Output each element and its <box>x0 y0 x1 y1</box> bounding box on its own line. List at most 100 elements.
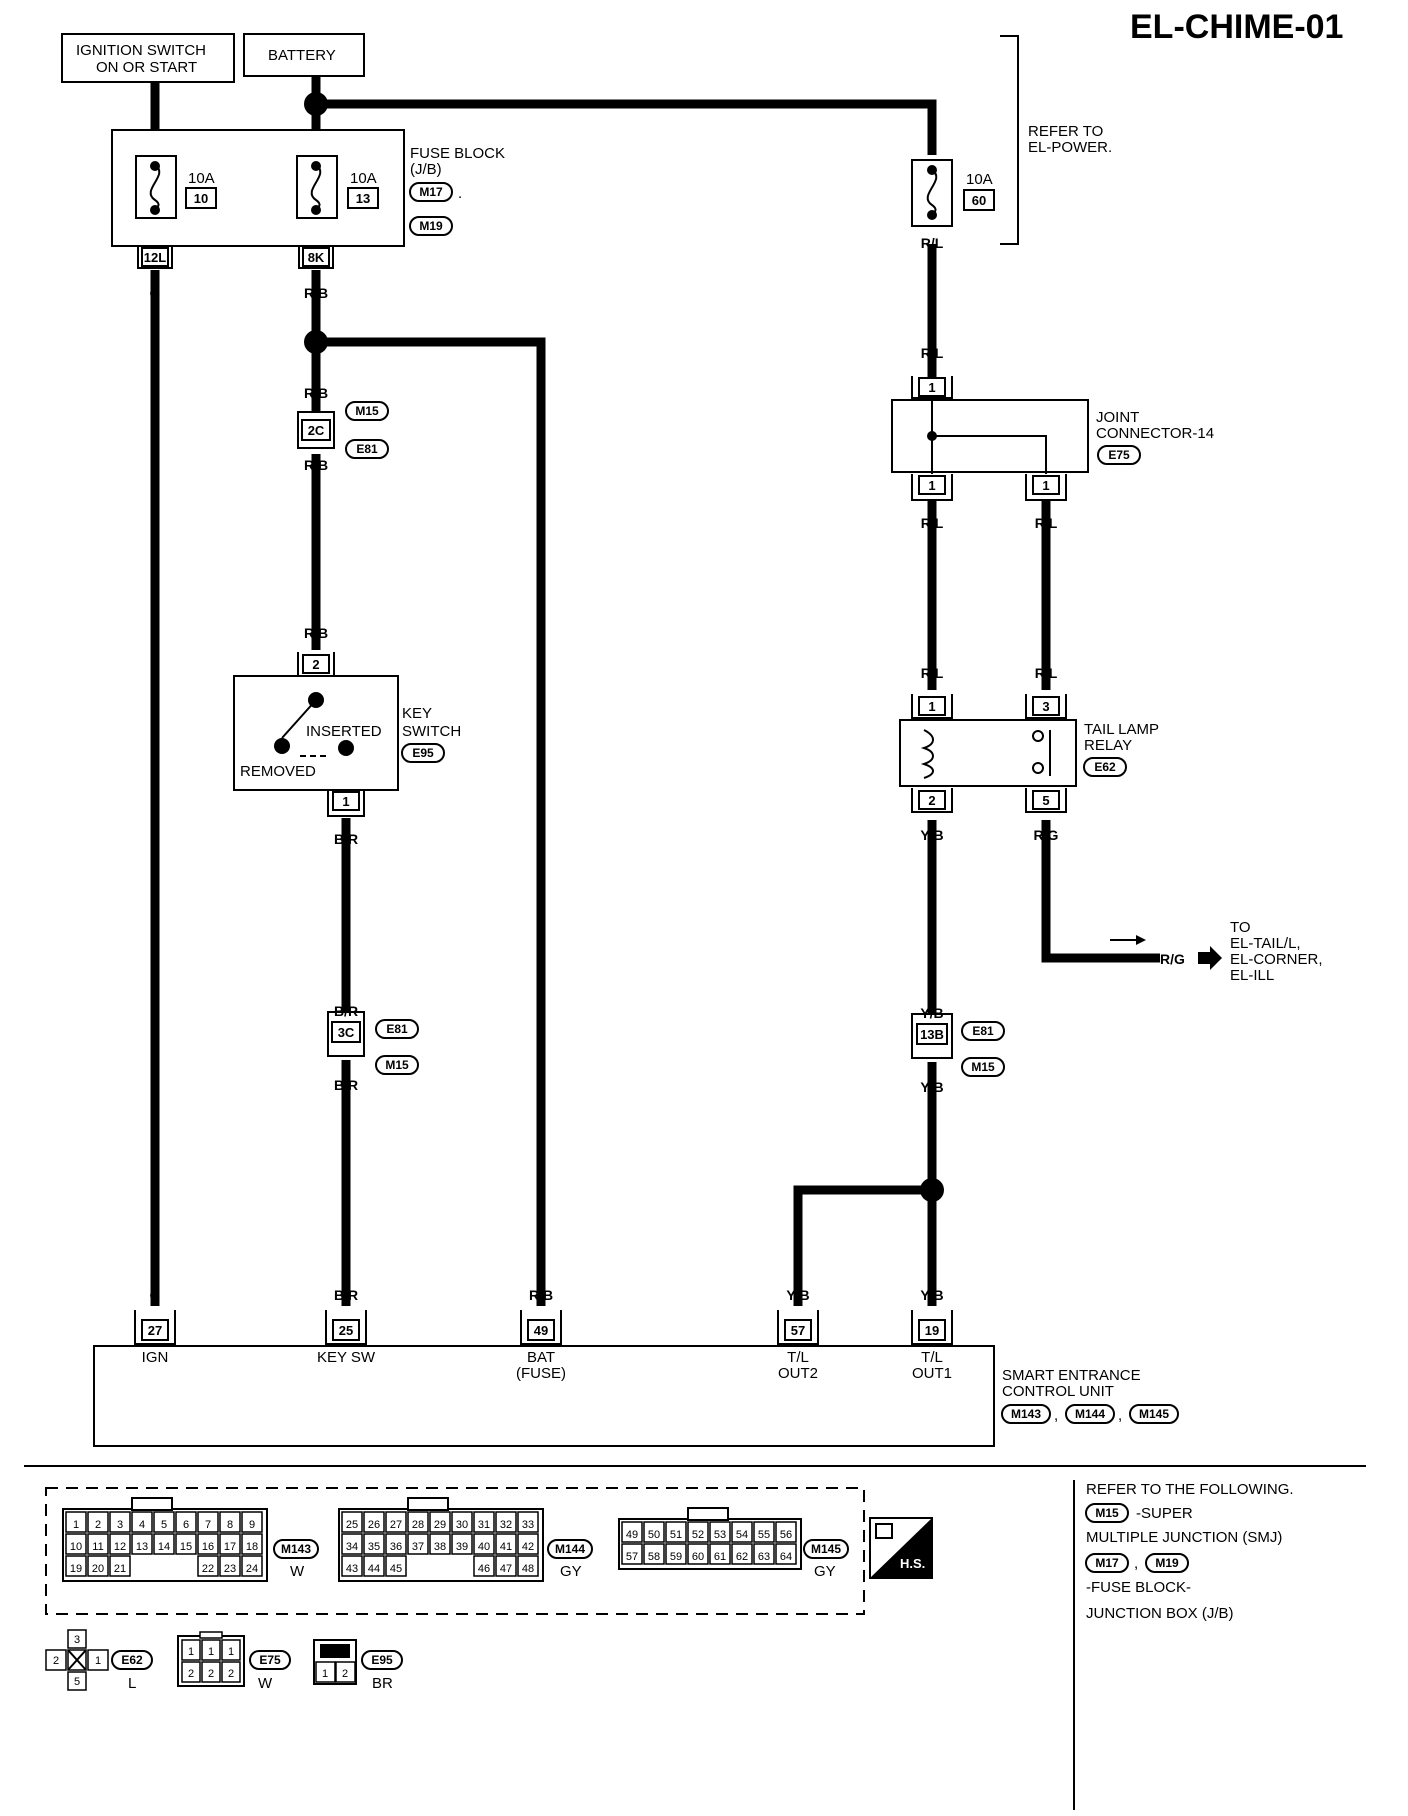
svg-text:25: 25 <box>339 1323 353 1338</box>
svg-text:2: 2 <box>312 657 319 672</box>
pin-cell <box>709 1521 731 1543</box>
m143-tag: M143 W <box>273 1539 319 1580</box>
fuse-block-label-2: (J/B) <box>410 161 442 178</box>
pin-cell <box>87 1511 109 1533</box>
pin-number: 8 <box>227 1519 233 1531</box>
svg-text:M15: M15 <box>1095 1506 1119 1520</box>
svg-text:BR: BR <box>372 1675 393 1692</box>
svg-text:T/L: T/L <box>787 1349 809 1366</box>
refer-following-notes: REFER TO THE FOLLOWING. M15 -SUPER MULTI… <box>1085 1481 1294 1622</box>
svg-text:JUNCTION BOX (J/B): JUNCTION BOX (J/B) <box>1086 1605 1234 1622</box>
svg-text:M144: M144 <box>555 1542 585 1556</box>
pin-cell <box>731 1521 753 1543</box>
pin-cell <box>517 1533 539 1555</box>
svg-text:B/R: B/R <box>334 1287 358 1303</box>
fuse-13: 10A 13 <box>296 155 379 219</box>
svg-text:Y/B: Y/B <box>920 1287 943 1303</box>
pin-cell <box>181 1639 201 1661</box>
pin-number: 1 <box>208 1646 214 1658</box>
svg-text:GY: GY <box>814 1563 836 1580</box>
smart-entrance-control-unit: 27 IGN 25 KEY SW 49 BAT (FUSE) 57 T/L OU… <box>93 1310 1179 1447</box>
pin-cell <box>341 1511 363 1533</box>
pin-cell <box>109 1511 131 1533</box>
pin-cell <box>197 1555 219 1577</box>
terminal-57: 57 T/L OUT2 <box>777 1310 819 1382</box>
svg-text:R/B: R/B <box>304 385 328 401</box>
pin-cell <box>665 1543 687 1565</box>
pin-number: 19 <box>70 1563 82 1575</box>
svg-text:R/L: R/L <box>921 515 944 531</box>
pin-cell <box>753 1543 775 1565</box>
splice-yb <box>920 1178 944 1202</box>
pin-number: 12 <box>114 1541 126 1553</box>
pin-number: 37 <box>412 1541 424 1553</box>
to-tail-lamp-reference: R/G TO EL-TAIL/L, EL-CORNER, EL-ILL <box>1110 919 1323 984</box>
pin-number: 15 <box>180 1541 192 1553</box>
pin-cell <box>451 1533 473 1555</box>
wire-color-labels: G R/B R/L R/L R/B R/B R/B B/R B/R B/R R/… <box>150 235 1059 1303</box>
svg-text:2: 2 <box>342 1668 348 1680</box>
svg-text:R/L: R/L <box>1035 515 1058 531</box>
svg-text:GY: GY <box>560 1563 582 1580</box>
pin-cell <box>87 1555 109 1577</box>
pin-number: 11 <box>92 1541 103 1553</box>
pin-cell <box>219 1533 241 1555</box>
svg-text:G: G <box>150 1287 161 1303</box>
terminal-27: 27 IGN <box>134 1310 176 1366</box>
battery-label: BATTERY <box>268 47 336 64</box>
pin-number: 56 <box>780 1529 792 1541</box>
pin-cell <box>753 1521 775 1543</box>
svg-text:R/B: R/B <box>304 625 328 641</box>
inserted-label: INSERTED <box>306 723 382 740</box>
pin-number: 22 <box>202 1563 214 1575</box>
pin-cell <box>197 1533 219 1555</box>
svg-text:R/L: R/L <box>921 235 944 251</box>
pin-cell <box>385 1555 407 1577</box>
svg-text:B/R: B/R <box>334 831 358 847</box>
svg-text:IGN: IGN <box>142 1349 169 1366</box>
svg-text:1: 1 <box>928 478 935 493</box>
svg-text:TAIL LAMP: TAIL LAMP <box>1084 721 1159 738</box>
pin-number: 57 <box>626 1551 638 1563</box>
pin-number: 26 <box>368 1519 380 1531</box>
connector-tag-m19: M19 <box>409 216 453 236</box>
pin-number: 7 <box>205 1519 211 1531</box>
removed-label: REMOVED <box>240 763 316 780</box>
pin-number: 52 <box>692 1529 704 1541</box>
svg-text:E81: E81 <box>972 1024 994 1038</box>
pin-number: 62 <box>736 1551 748 1563</box>
svg-text:Y/B: Y/B <box>920 827 943 843</box>
svg-text:12L: 12L <box>144 250 166 265</box>
svg-text:,: , <box>1118 1407 1122 1424</box>
pin-number: 64 <box>780 1551 792 1563</box>
svg-text:60: 60 <box>972 193 986 208</box>
svg-text:M15: M15 <box>385 1058 409 1072</box>
pin-number: 60 <box>692 1551 704 1563</box>
pin-number: 54 <box>736 1529 748 1541</box>
pin-number: 50 <box>648 1529 660 1541</box>
pin-cell <box>775 1521 797 1543</box>
svg-text:R/B: R/B <box>304 285 328 301</box>
ignition-switch-box: IGNITION SWITCH ON OR START <box>61 33 235 83</box>
pin-cell <box>473 1533 495 1555</box>
pin-cell <box>87 1533 109 1555</box>
pin-cell <box>775 1543 797 1565</box>
svg-text:5: 5 <box>1042 793 1049 808</box>
terminal-25: 25 KEY SW <box>317 1310 376 1366</box>
svg-text:1: 1 <box>928 699 935 714</box>
svg-text:2: 2 <box>928 793 935 808</box>
pin-number: 25 <box>346 1519 358 1531</box>
pin-number: 4 <box>139 1519 145 1531</box>
smj-connector-13b: 13B E81 M15 <box>911 1013 1005 1077</box>
key-switch: 2 INSERTED REMOVED 1 KEY SWITCH E95 <box>233 652 461 817</box>
svg-text:13B: 13B <box>920 1027 944 1042</box>
svg-text:OUT2: OUT2 <box>778 1365 818 1382</box>
svg-text:REFER TO THE FOLLOWING.: REFER TO THE FOLLOWING. <box>1086 1481 1294 1498</box>
pin-cell <box>363 1533 385 1555</box>
pin-number: 45 <box>390 1563 402 1575</box>
svg-text:E95: E95 <box>371 1653 393 1667</box>
pin-number: 1 <box>188 1646 194 1658</box>
svg-text:1: 1 <box>95 1655 101 1667</box>
